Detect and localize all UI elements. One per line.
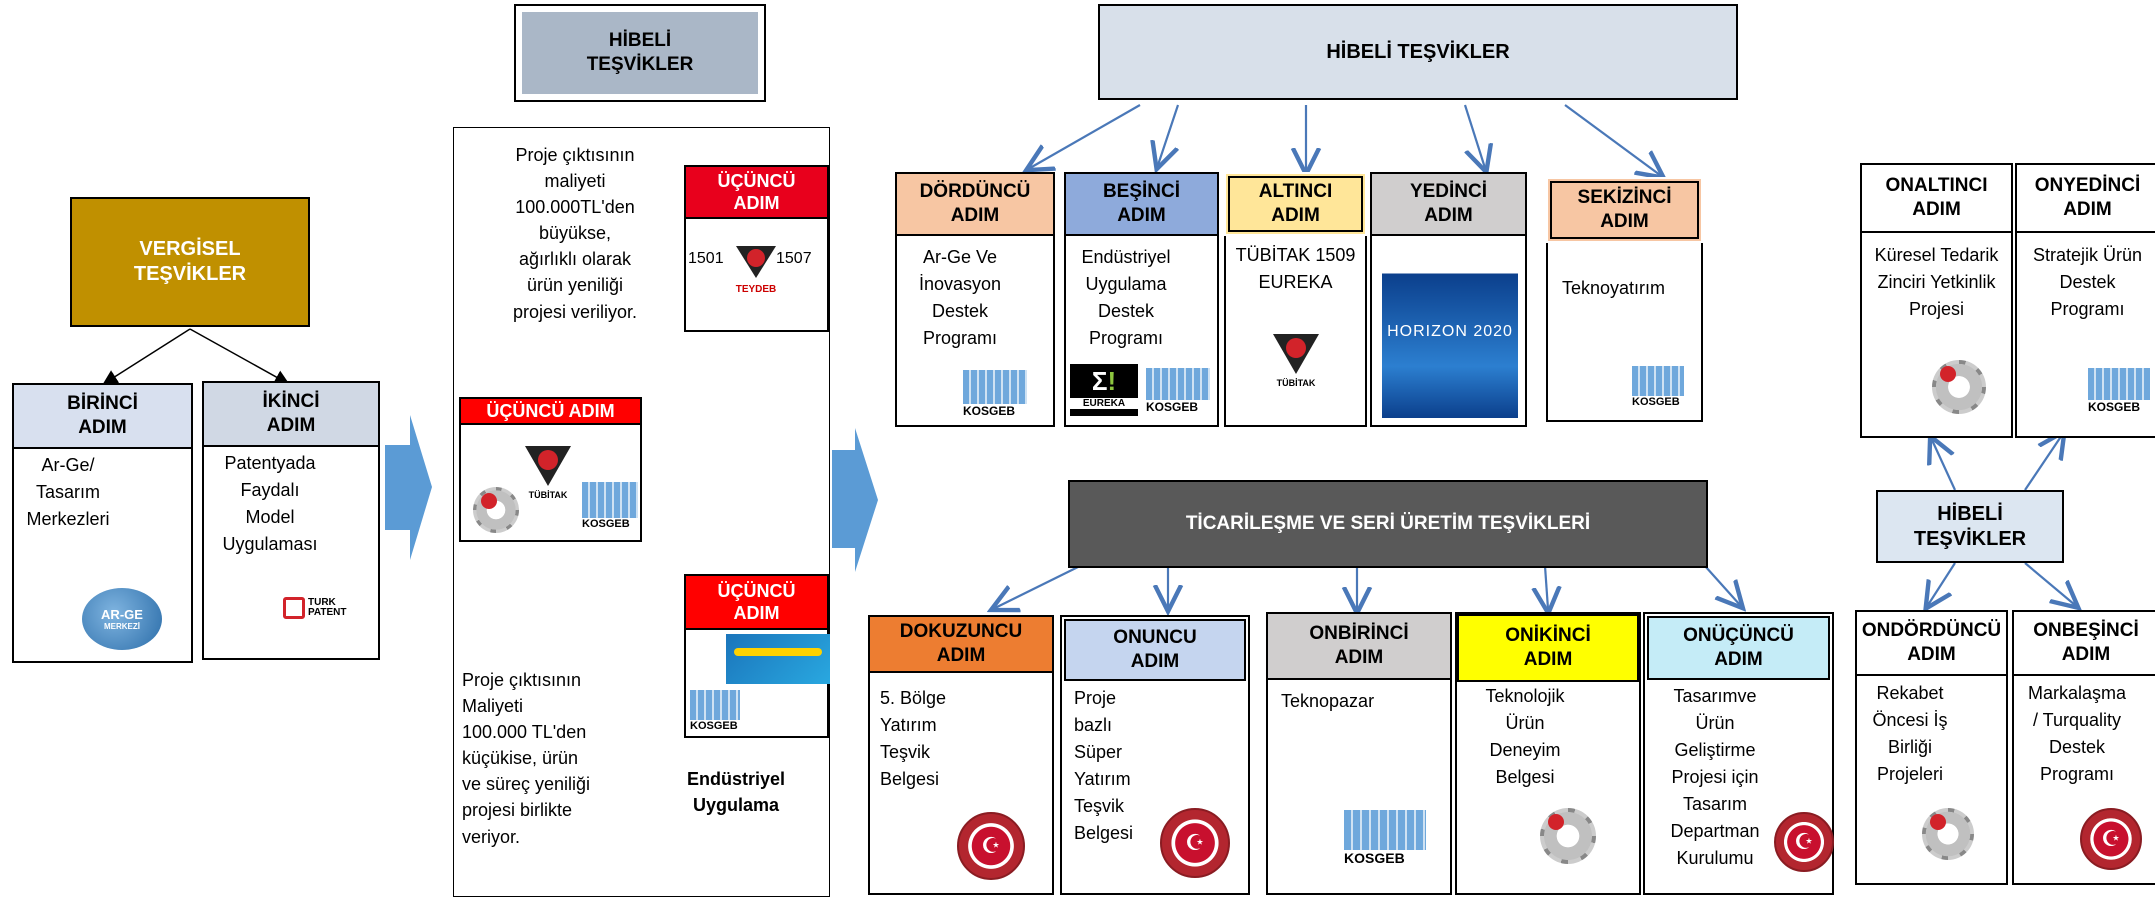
- onyedinci-adim-title: ONYEDİNCİ ADIM: [2015, 163, 2155, 233]
- onbirinci-adim-title: ONBİRİNCİ ADIM: [1266, 612, 1452, 680]
- code-1501: 1501: [688, 250, 724, 267]
- horizon-2020-image: HORIZON 2020: [1382, 246, 1518, 418]
- arge-logo: AR-GE MERKEZİ: [82, 588, 162, 650]
- onucuncu-adim-title: ONÜÇÜNCÜ ADIM: [1647, 616, 1830, 680]
- tubitak-text: TÜBİTAK: [528, 490, 568, 500]
- horizon-text: HORIZON 2020: [1387, 323, 1513, 340]
- onbesinci-adim-body: Markalaşma / Turquality Destek Programı: [2027, 683, 2127, 784]
- ondorduncu-adim-body: Rekabet Öncesi İş Birliği Projeleri: [1872, 683, 1948, 784]
- hibeli-left-top-text: Proje çıktısının maliyeti 100.000TL'den …: [512, 145, 638, 322]
- gear-logo-icon-12: [1540, 808, 1596, 864]
- hibeli-left-title: HİBELİ TEŞVİKLER: [514, 4, 766, 102]
- teknogirisim-logo: [726, 634, 830, 684]
- kosgeb-text-17: KOSGEB: [2088, 400, 2141, 414]
- onbesinci-adim-title: ONBEŞİNCİ ADIM: [2012, 610, 2155, 676]
- sekizinci-adim-body: Teknoyatırım: [1562, 278, 1666, 298]
- patent-icon: [283, 597, 305, 619]
- altinci-adim-body: TÜBİTAK 1509 EUREKA: [1235, 245, 1356, 292]
- gear-logo-icon: [473, 487, 519, 533]
- government-seal-icon-3: ☪: [1774, 812, 1834, 872]
- tubitak-text-6: TÜBİTAK: [1276, 378, 1316, 388]
- dokuzuncu-adim-body: 5. Bölge Yatırım Teşvik Belgesi: [880, 688, 947, 789]
- dokuzuncu-adim-title: DOKUZUNCU ADIM: [868, 615, 1054, 673]
- kosgeb-logo-11: KOSGEB: [1344, 810, 1426, 866]
- kosgeb-logo-5: KOSGEB: [1146, 368, 1210, 414]
- besinci-adim-title: BEŞİNCİ ADIM: [1064, 172, 1219, 236]
- gear-logo-icon-16: [1932, 360, 1986, 414]
- onikinci-adim-title: ONİKİNCİ ADIM: [1457, 614, 1639, 682]
- birinci-adim-body: Ar-Ge/ Tasarım Merkezleri: [26, 455, 110, 529]
- teydeb-logo: TEYDEB: [733, 246, 779, 306]
- dorduncu-adim-title: DÖRDÜNCÜ ADIM: [895, 172, 1055, 236]
- ondorduncu-adim-title: ONDÖRDÜNCÜ ADIM: [1855, 610, 2008, 676]
- hibeli-left-bottom-text: Proje çıktısının Maliyeti 100.000 TL'den…: [462, 670, 591, 847]
- arge-logo-sub: MERKEZİ: [104, 622, 140, 631]
- kosgeb-logo-8: KOSGEB: [1632, 366, 1684, 408]
- kosgeb-logo-17: KOSGEB: [2088, 368, 2150, 414]
- kosgeb-text-2: KOSGEB: [690, 720, 738, 732]
- flow-arrow-1: [385, 415, 432, 560]
- yedinci-adim-title: YEDİNCİ ADIM: [1370, 172, 1527, 236]
- dorduncu-adim-body: Ar-Ge Ve İnovasyon Destek Programı: [918, 247, 1002, 348]
- government-seal-icon-2: ☪: [1160, 808, 1230, 878]
- birinci-adim-title: BİRİNCİ ADIM: [12, 383, 193, 449]
- teydeb-text: TEYDEB: [735, 284, 777, 295]
- endustriyel-uygulama-label: Endüstriyel Uygulama: [686, 769, 786, 816]
- ucuncu-adim-mid-title: ÜÇÜNCÜ ADIM: [459, 397, 642, 425]
- sekizinci-adim-title: SEKİZİNCİ ADIM: [1546, 177, 1703, 243]
- onucuncu-adim-body: Tasarımve Ürün Geliştirme Projesi için T…: [1670, 686, 1760, 868]
- turk-patent-text: TURK PATENT: [308, 597, 347, 618]
- hibeli-main-title: HİBELİ TEŞVİKLER: [1098, 4, 1738, 100]
- onikinci-adim-body: Teknolojik Ürün Deneyim Belgesi: [1485, 686, 1565, 787]
- onaltinci-adim-body: Küresel Tedarik Zinciri Yetkinlik Projes…: [1874, 245, 1999, 319]
- arge-logo-text: AR-GE: [101, 607, 143, 622]
- government-seal-icon-15: ☪: [2080, 808, 2142, 870]
- kosgeb-logo: KOSGEB: [582, 482, 638, 530]
- ikinci-adim-title: İKİNCİ ADIM: [202, 381, 380, 447]
- altinci-adim-title: ALTINCI ADIM: [1224, 172, 1367, 236]
- ucuncu-adim-top-title: ÜÇÜNCÜ ADIM: [684, 165, 829, 219]
- turk-patent-logo: TURK PATENT: [283, 593, 363, 623]
- kosgeb-logo-2: KOSGEB: [690, 690, 740, 732]
- kosgeb-text-8: KOSGEB: [1632, 396, 1680, 408]
- kosgeb-text-4: KOSGEB: [963, 404, 1016, 418]
- onaltinci-adim-title: ONALTINCI ADIM: [1860, 163, 2013, 233]
- vergisel-title: VERGİSEL TEŞVİKLER: [70, 197, 310, 327]
- gear-logo-icon-14: [1922, 808, 1974, 860]
- onuncu-adim-body: Proje bazlı Süper Yatırım Teşvik Belgesi: [1074, 688, 1134, 843]
- hibeli-left-title-text: HİBELİ TEŞVİKLER: [522, 12, 758, 94]
- ikinci-adim-body: Patentyada Faydalı Model Uygulaması: [222, 453, 318, 554]
- code-1507: 1507: [776, 250, 812, 267]
- onbirinci-adim-body: Teknopazar: [1281, 691, 1375, 711]
- ucuncu-adim-bottom-title: ÜÇÜNCÜ ADIM: [684, 574, 829, 630]
- ticari-title: TİCARİLEŞME VE SERİ ÜRETİM TEŞVİKLERİ: [1068, 480, 1708, 568]
- government-seal-icon: ☪: [957, 812, 1025, 880]
- kosgeb-text-11: KOSGEB: [1344, 850, 1405, 866]
- eureka-logo: Σ! EUREKA: [1070, 364, 1138, 416]
- tubitak-logo-6: TÜBİTAK: [1268, 334, 1324, 404]
- kosgeb-text-5: KOSGEB: [1146, 400, 1199, 414]
- kosgeb-text: KOSGEB: [582, 518, 630, 530]
- onuncu-adim-title: ONUNCU ADIM: [1064, 619, 1246, 681]
- hibeli-right-title: HİBELİ TEŞVİKLER: [1876, 490, 2064, 563]
- eureka-text: EUREKA: [1070, 398, 1138, 409]
- flow-arrow-2: [832, 428, 878, 572]
- tubitak-logo: TÜBİTAK: [520, 446, 576, 516]
- kosgeb-logo-4: KOSGEB: [963, 370, 1027, 418]
- besinci-adim-body: Endüstriyel Uygulama Destek Programı: [1081, 247, 1171, 348]
- onyedinci-adim-body: Stratejik Ürün Destek Programı: [2032, 245, 2143, 319]
